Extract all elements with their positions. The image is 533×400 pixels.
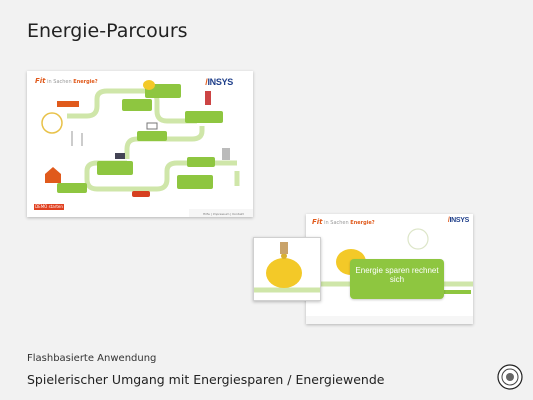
- teaser-headline: Fit in Sachen Energie?: [312, 218, 375, 226]
- screenshot-parcours-overview: Fit in Sachen Energie? /INSYS DEMO start…: [27, 71, 253, 217]
- logo-text: INSYS: [207, 77, 233, 87]
- demo-start-button[interactable]: DEMO starten: [34, 204, 64, 210]
- screenshot-piggy-zoom: [253, 237, 321, 301]
- caption-large: Spielerischer Umgang mit Energiesparen /…: [27, 372, 385, 387]
- caption-small: Flashbasierte Anwendung: [27, 353, 157, 364]
- piggy-bank-icon: [254, 238, 320, 300]
- teaser-headline-mid: in Sachen: [324, 220, 349, 226]
- emblem-icon: [497, 364, 523, 390]
- teaser-panel: [350, 259, 444, 299]
- parcours-map: [27, 71, 253, 217]
- teaser-headline-energy: Energie?: [350, 220, 375, 226]
- teaser-logo-text: INSYS: [449, 217, 469, 224]
- page-title: Energie-Parcours: [27, 20, 188, 42]
- teaser-headline-fit: Fit: [312, 218, 323, 226]
- screenshot-energy-teaser: Fit in Sachen Energie? /INSYS Energie sp…: [306, 214, 473, 324]
- insys-logo: /INSYS: [205, 77, 233, 87]
- app-headline: Fit in Sachen Energie?: [35, 77, 98, 85]
- headline-energy: Energie?: [73, 79, 98, 85]
- headline-mid: in Sachen: [47, 79, 72, 85]
- teaser-text: Energie sparen rechnet sich: [355, 266, 439, 284]
- headline-fit: Fit: [35, 77, 46, 85]
- footer-links[interactable]: Hilfe | Impressum | Kontakt: [203, 212, 244, 216]
- teaser-insys-logo: /INSYS: [447, 217, 469, 224]
